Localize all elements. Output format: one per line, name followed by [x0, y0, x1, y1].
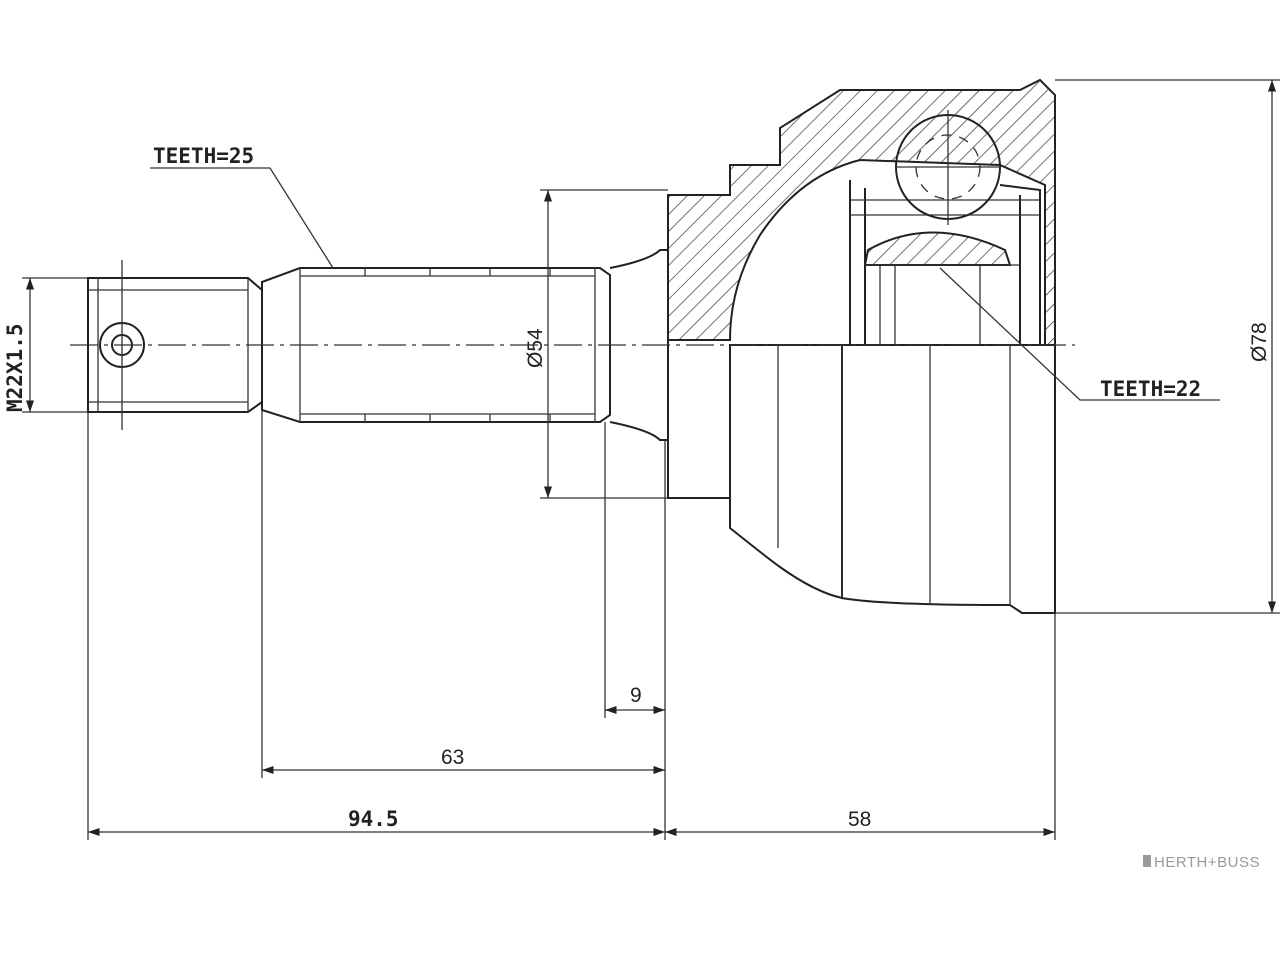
teeth-25-label: TEETH=25	[153, 144, 254, 168]
thread-label: M22X1.5	[3, 323, 27, 412]
leader-teeth-25	[150, 167, 334, 269]
dim-63-label: 63	[441, 746, 464, 769]
bell-inner-block	[667, 340, 730, 499]
inner-race-section	[863, 231, 1012, 266]
bell-housing-rim	[729, 344, 843, 600]
teeth-22-label: TEETH=22	[1100, 377, 1201, 401]
leader-teeth-22	[939, 267, 1220, 401]
cage-outline	[849, 180, 1041, 345]
dim-d78-label: Ø78	[1248, 322, 1271, 362]
bell-step-lines	[777, 345, 1011, 605]
dim-d54-label: Ø54	[524, 328, 547, 368]
race-lines	[850, 199, 1040, 345]
ball-center-mark	[895, 110, 1000, 225]
dim-94-5-label: 94.5	[348, 807, 399, 831]
brand-logo-icon	[1143, 855, 1151, 867]
extension-lines	[22, 79, 1280, 840]
dimension-lines	[22, 79, 1280, 840]
dim-58-label: 58	[848, 808, 871, 831]
bell-section-hatched	[667, 78, 1056, 346]
brand-mark: HERTH+BUSS	[1143, 854, 1260, 871]
brand-label: HERTH+BUSS	[1154, 854, 1260, 871]
bell-housing	[841, 344, 1056, 614]
dim-9-label: 9	[630, 684, 642, 707]
